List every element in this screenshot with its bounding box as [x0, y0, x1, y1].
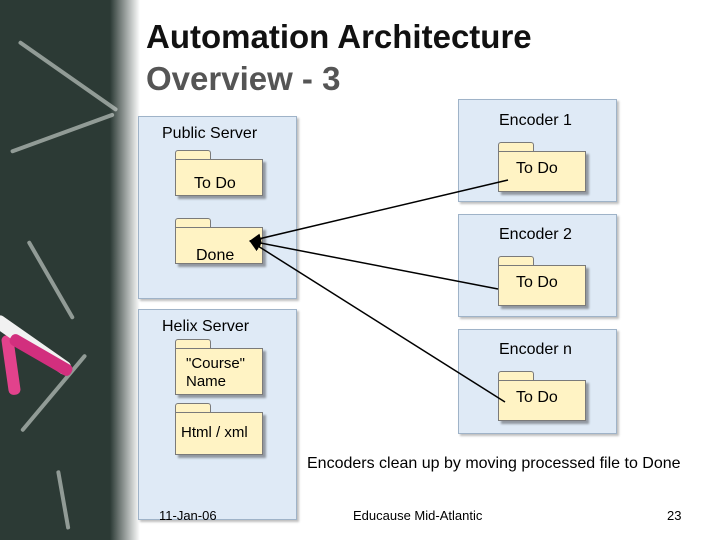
title-line-1: Automation Architecture: [146, 18, 532, 55]
public-server-label: Public Server: [162, 125, 258, 142]
encoder-2-label: Encoder 2: [499, 226, 572, 243]
title-line-2: Overview - 3: [146, 60, 341, 97]
html-xml-folder-label: Html / xml: [181, 424, 248, 441]
encoder-n-todo-folder-label: To Do: [516, 389, 558, 406]
footer-page-number: 23: [667, 508, 682, 523]
encoder-1-label: Encoder 1: [499, 112, 572, 129]
slide-title: Automation Architecture Overview - 3: [146, 16, 532, 100]
course-name-folder-label: "Course" Name: [186, 355, 246, 390]
helix-server-label: Helix Server: [162, 318, 250, 335]
html-xml-folder-icon: [175, 403, 263, 455]
arrow-encoder-n-to-done: [249, 240, 506, 403]
encoder-1-todo-folder-label: To Do: [516, 160, 558, 177]
arrow-encoder-2-to-done: [249, 238, 499, 290]
footer-date: 11-Jan-06: [159, 508, 217, 523]
public-todo-folder-label: To Do: [194, 175, 236, 192]
public-server-panel: [138, 116, 297, 299]
chalkboard-decoration: [0, 0, 140, 540]
course-name-folder-icon: [175, 339, 263, 395]
encoder-n-label: Encoder n: [499, 341, 572, 358]
encoder-2-todo-folder-icon: [498, 256, 586, 306]
encoder-1-todo-folder-icon: [498, 142, 586, 192]
cleanup-note: Encoders clean up by moving processed fi…: [307, 455, 681, 472]
public-done-folder-label: Done: [196, 247, 235, 264]
public-todo-folder-icon: [175, 150, 263, 196]
footer-event: Educause Mid-Atlantic: [353, 508, 483, 523]
encoder-2-todo-folder-label: To Do: [516, 274, 558, 291]
chalk-pieces-illustration: [0, 315, 73, 395]
public-done-folder-icon: [175, 218, 263, 264]
arrow-encoder-1-to-done: [249, 179, 509, 244]
encoder-n-todo-folder-icon: [498, 371, 586, 421]
